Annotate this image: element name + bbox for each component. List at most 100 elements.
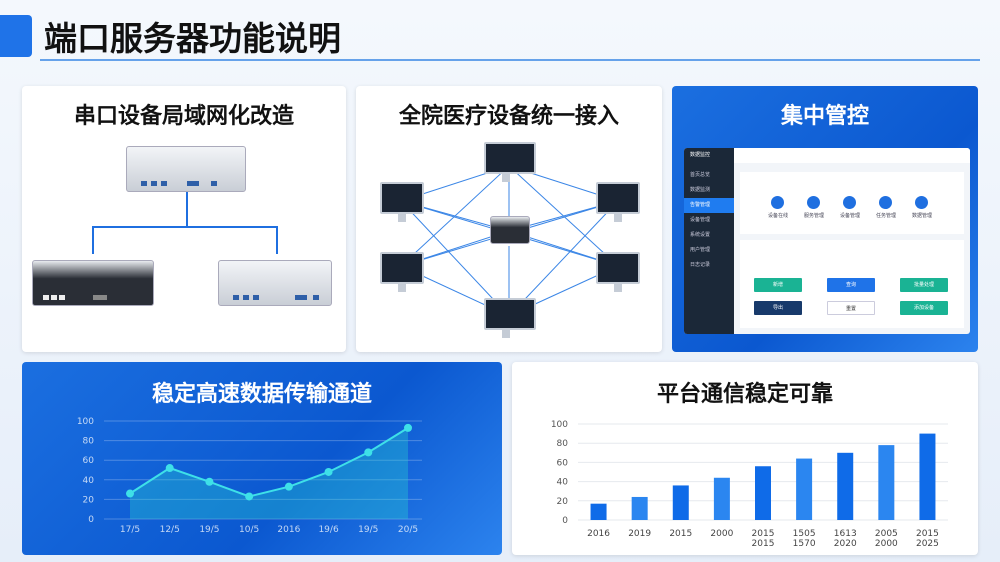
x-tick-label: 19/5 [358, 525, 378, 535]
panel-title: 串口设备局域网化改造 [73, 104, 294, 129]
serial-device-right [218, 260, 332, 306]
arrow-right [276, 226, 278, 254]
title-accent [0, 15, 32, 57]
data-point [205, 477, 214, 486]
menu-item[interactable]: 设备管理 [690, 217, 711, 223]
x-tick-label: 2016 [277, 525, 300, 535]
y-tick-label: 60 [83, 456, 95, 466]
panel-device-access: 全院医疗设备统一接入 [356, 86, 662, 352]
menu-item[interactable]: 首页总览 [690, 172, 711, 178]
icon-label: 设备管理 [839, 213, 860, 219]
y-tick-label: 20 [83, 495, 95, 505]
x-tick-label: 2019 [628, 529, 651, 539]
serial-device-left [32, 260, 154, 306]
app-name: 数据监控 [690, 152, 711, 158]
monitor-right-top [596, 182, 640, 222]
bar [796, 458, 813, 520]
y-tick-label: 100 [77, 417, 94, 427]
y-tick-label: 40 [83, 476, 95, 486]
x-tick-label: 19/6 [318, 525, 338, 535]
bar [837, 452, 854, 520]
function-icon[interactable] [879, 196, 892, 209]
panel-title: 集中管控 [780, 104, 869, 129]
dashboard-window: 数据监控 首页总览 数据监测 告警管理 设备管理 系统设置 用户管理 日志记录 … [684, 148, 970, 334]
y-tick-label: 0 [562, 516, 568, 526]
function-icon[interactable] [843, 196, 856, 209]
connector-line [92, 226, 278, 228]
x-tick-label: 20/5 [398, 525, 418, 535]
x-tick-label: 17/5 [120, 525, 140, 535]
function-icon[interactable] [771, 196, 784, 209]
bar [672, 485, 689, 520]
x-tick-label: 2000 [710, 529, 733, 539]
monitor-top [484, 142, 536, 182]
x-tick-label: 1570 [793, 539, 816, 549]
page-title: 端口服务器功能说明 [44, 19, 341, 58]
x-tick-label: 1613 [834, 529, 857, 539]
arrow-left [92, 226, 94, 254]
menu-item-active[interactable]: 告警管理 [684, 198, 734, 213]
bar [590, 503, 607, 520]
title-underline [40, 59, 980, 61]
icon-label: 设备在线 [767, 213, 788, 219]
menu-item[interactable]: 系统设置 [690, 232, 711, 238]
data-point [364, 448, 373, 457]
menu-item[interactable]: 数据监测 [690, 187, 711, 193]
bar [755, 466, 771, 520]
y-tick-label: 20 [557, 497, 569, 507]
data-point [165, 464, 174, 473]
x-tick-label: 2020 [834, 539, 857, 549]
data-point [284, 482, 293, 491]
y-tick-label: 100 [551, 420, 568, 430]
bar [919, 433, 936, 520]
menu-item[interactable]: 用户管理 [690, 247, 711, 253]
x-tick-label: 2015 [752, 539, 775, 549]
panel-transmission: 稳定高速数据传输通道 0 20 40 60 80 100 17/5 12/5 19/5 10/5 2… [22, 362, 502, 555]
action-button[interactable]: 新增 [754, 278, 802, 292]
x-tick-label: 12/5 [160, 525, 180, 535]
series-line [129, 427, 409, 498]
icon-label: 数据管理 [911, 213, 932, 219]
x-tick-label: 2025 [916, 539, 939, 549]
panel-title: 平台通信稳定可靠 [656, 382, 833, 407]
x-tick-label: 2005 [875, 529, 898, 539]
y-tick-label: 0 [88, 515, 94, 525]
y-tick-label: 80 [83, 437, 95, 447]
action-button[interactable]: 批量处理 [900, 278, 948, 292]
icon-label: 任务管理 [875, 213, 896, 219]
monitor-bottom [484, 298, 536, 338]
y-tick-label: 60 [557, 458, 569, 468]
line-chart: 0 20 40 60 80 100 17/5 12/5 19/5 10/5 2016 19/6 19/5… [77, 417, 422, 535]
x-tick-label: 1505 [793, 529, 816, 539]
icon-label: 服务管理 [803, 213, 824, 219]
y-tick-label: 40 [557, 478, 569, 488]
bar [631, 496, 648, 520]
area-fill [130, 427, 408, 519]
panel-serial-lan: 串口设备局域网化改造 [22, 86, 346, 352]
data-point [404, 423, 412, 432]
port-server-device [126, 146, 246, 192]
menu-item[interactable]: 日志记录 [690, 262, 711, 268]
y-tick-label: 80 [557, 439, 569, 449]
action-button[interactable]: 导出 [754, 301, 802, 315]
panel-title: 全院医疗设备统一接入 [398, 104, 619, 129]
action-button[interactable]: 重置 [827, 301, 875, 315]
dashboard-topbar [734, 148, 970, 163]
monitor-left-bottom [380, 252, 424, 292]
action-button[interactable]: 添加设备 [900, 301, 948, 315]
x-tick-label: 2000 [875, 539, 898, 549]
x-tick-label: 2015 [752, 529, 775, 539]
x-tick-label: 19/5 [199, 525, 219, 535]
function-icon[interactable] [807, 196, 820, 209]
action-button[interactable]: 查询 [827, 278, 875, 292]
data-point [324, 467, 333, 476]
port-server-hub [490, 216, 530, 244]
monitor-left-top [380, 182, 424, 222]
x-tick-label: 10/5 [239, 525, 259, 535]
panel-title: 稳定高速数据传输通道 [151, 382, 372, 407]
function-icon[interactable] [915, 196, 928, 209]
connector-line [186, 192, 188, 226]
data-point [126, 489, 134, 498]
